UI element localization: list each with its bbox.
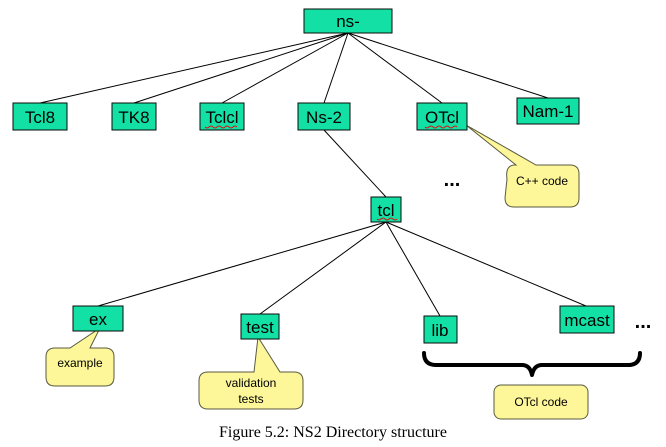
callout-otcl-code: OTcl code bbox=[493, 384, 589, 420]
edge-tcl-mcast bbox=[385, 221, 587, 307]
callout-example-text: example bbox=[57, 356, 103, 370]
node-mcast-label: mcast bbox=[564, 311, 610, 330]
node-mcast: mcast bbox=[559, 305, 615, 334]
node-test-label: test bbox=[246, 318, 274, 337]
node-ex-label: ex bbox=[89, 310, 107, 329]
callout-otcl-code-text: OTcl code bbox=[514, 395, 568, 409]
node-tcl8: Tcl8 bbox=[12, 102, 68, 131]
node-otcl-label: OTcl bbox=[425, 108, 459, 127]
callout-validation-line1: validation bbox=[226, 376, 277, 390]
node-root: ns- bbox=[303, 8, 393, 34]
node-lib-label: lib bbox=[431, 321, 448, 340]
node-otcl: OTcl bbox=[416, 102, 468, 131]
node-root-label: ns- bbox=[336, 12, 360, 31]
edge-root-nam bbox=[347, 32, 549, 99]
callout-validation-tests: validation tests bbox=[198, 335, 304, 410]
node-tclcl: Tclcl bbox=[199, 102, 245, 131]
callout-cpp-text: C++ code bbox=[516, 174, 568, 188]
ellipsis-right: ... bbox=[635, 311, 652, 333]
node-nam: Nam-1 bbox=[516, 97, 580, 125]
spellcheck-underline bbox=[376, 217, 398, 221]
callout-cpp-code: C++ code bbox=[465, 124, 580, 208]
node-tcl-label: tcl bbox=[378, 201, 395, 220]
edge-ns2-tcl bbox=[323, 129, 387, 198]
ellipsis-mid: ... bbox=[444, 169, 461, 191]
edge-root-tcl8 bbox=[39, 32, 349, 104]
edge-root-otcl bbox=[347, 32, 443, 104]
node-ns2-label: Ns-2 bbox=[306, 108, 342, 127]
spellcheck-underline bbox=[424, 125, 458, 129]
node-lib: lib bbox=[423, 315, 458, 344]
node-tk8-label: TK8 bbox=[118, 108, 149, 127]
edge-root-tk8 bbox=[133, 32, 349, 104]
tree-edges bbox=[39, 32, 587, 317]
edge-root-tclcl bbox=[221, 32, 349, 104]
node-test: test bbox=[240, 313, 280, 340]
node-ns2: Ns-2 bbox=[297, 102, 351, 131]
node-nam-label: Nam-1 bbox=[522, 102, 573, 121]
figure-caption: Figure 5.2: NS2 Directory structure bbox=[219, 424, 447, 441]
callout-example: example bbox=[45, 326, 115, 387]
callout-validation-line2: tests bbox=[238, 392, 263, 406]
node-tclcl-label: Tclcl bbox=[205, 108, 238, 127]
curly-brace bbox=[422, 351, 642, 377]
node-tcl8-label: Tcl8 bbox=[25, 108, 55, 127]
edge-root-ns2 bbox=[323, 32, 349, 104]
node-tcl: tcl bbox=[370, 196, 402, 223]
edge-tcl-lib bbox=[385, 221, 441, 317]
edge-tcl-test bbox=[259, 221, 387, 315]
edge-tcl-ex bbox=[97, 221, 387, 307]
spellcheck-underline bbox=[204, 125, 238, 129]
node-ex: ex bbox=[72, 305, 124, 332]
node-tk8: TK8 bbox=[111, 102, 157, 131]
